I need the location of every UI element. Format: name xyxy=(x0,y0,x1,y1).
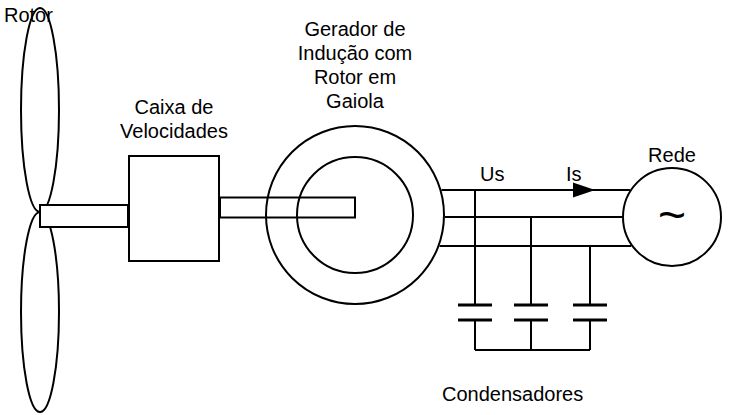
capacitor-label: Condensadores xyxy=(442,382,583,406)
three-phase-line xyxy=(439,190,631,246)
rotor-blade xyxy=(21,8,59,212)
rotor-label: Rotor xyxy=(4,3,53,27)
rotor-blade xyxy=(21,212,59,412)
node-outline xyxy=(128,155,220,262)
capacitor-bank xyxy=(458,190,607,350)
node-heading: Caixa de Velocidades xyxy=(99,95,249,143)
grid-circle: Rede~ xyxy=(622,167,722,267)
generator-circle: Gerador de Indução com Rotor em Gaiola xyxy=(265,125,445,305)
voltage-label: Us xyxy=(480,162,504,186)
main-shaft xyxy=(40,205,128,227)
node-heading: Gerador de Indução com Rotor em Gaiola xyxy=(290,17,420,113)
node-heading: Rede xyxy=(632,143,712,167)
current-label: Is xyxy=(566,162,582,186)
ac-symbol: ~ xyxy=(622,190,722,240)
gearbox-box: Caixa de Velocidades xyxy=(128,155,220,262)
node-outline xyxy=(265,125,445,305)
shaft-connector xyxy=(220,198,355,218)
